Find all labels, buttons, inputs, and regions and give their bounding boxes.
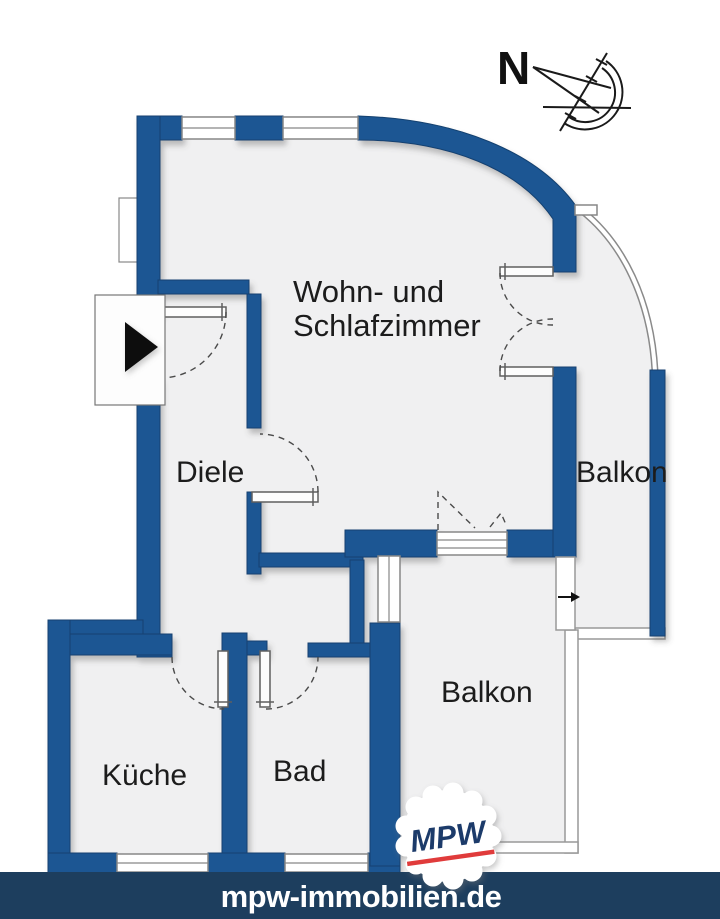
entrance-arrow-icon	[125, 322, 158, 372]
window-balcony-west	[377, 555, 401, 623]
doors	[159, 263, 554, 710]
room-label-kitchen: Küche	[102, 759, 187, 792]
window-kitchen	[116, 853, 209, 873]
room-labels: Wohn- und Schlafzimmer Diele Küche Bad B…	[102, 274, 668, 792]
kitchen-door	[171, 650, 232, 710]
passage-arrow-icon	[571, 592, 580, 602]
compass-rose: N	[497, 42, 632, 132]
window-top-2	[282, 116, 359, 140]
railing-head	[574, 204, 598, 216]
railing-lower-balcony-right	[564, 629, 579, 854]
window-top-1	[181, 116, 236, 140]
balcony-french-doors	[499, 263, 554, 380]
window-balcony-south	[436, 490, 508, 556]
footer-website: mpw-immobilien.de	[221, 879, 502, 914]
room-label-living-line1: Wohn- und	[293, 274, 444, 309]
compass-needle-icon	[532, 52, 632, 132]
hallway-living-door	[251, 433, 319, 506]
entrance-marker	[94, 294, 166, 406]
balcony-passage	[555, 556, 580, 631]
wall-niche	[118, 197, 139, 263]
room-label-living-line2: Schlafzimmer	[293, 308, 481, 343]
mpw-logo-red-underline	[406, 849, 495, 867]
balcony-railings	[399, 207, 666, 854]
window-bath	[284, 853, 369, 873]
room-label-balcony-right: Balkon	[576, 456, 668, 489]
room-label-hallway: Diele	[176, 456, 244, 489]
bath-door	[256, 650, 319, 710]
room-label-bath: Bad	[273, 755, 326, 788]
footer	[0, 872, 720, 919]
windows	[116, 116, 598, 873]
mpw-logo-badge: MPW	[395, 782, 502, 890]
compass-north-label: N	[497, 42, 530, 94]
exterior-walls	[47, 115, 666, 874]
room-label-balcony-bottom: Balkon	[441, 676, 533, 709]
footer-bar	[0, 872, 720, 919]
